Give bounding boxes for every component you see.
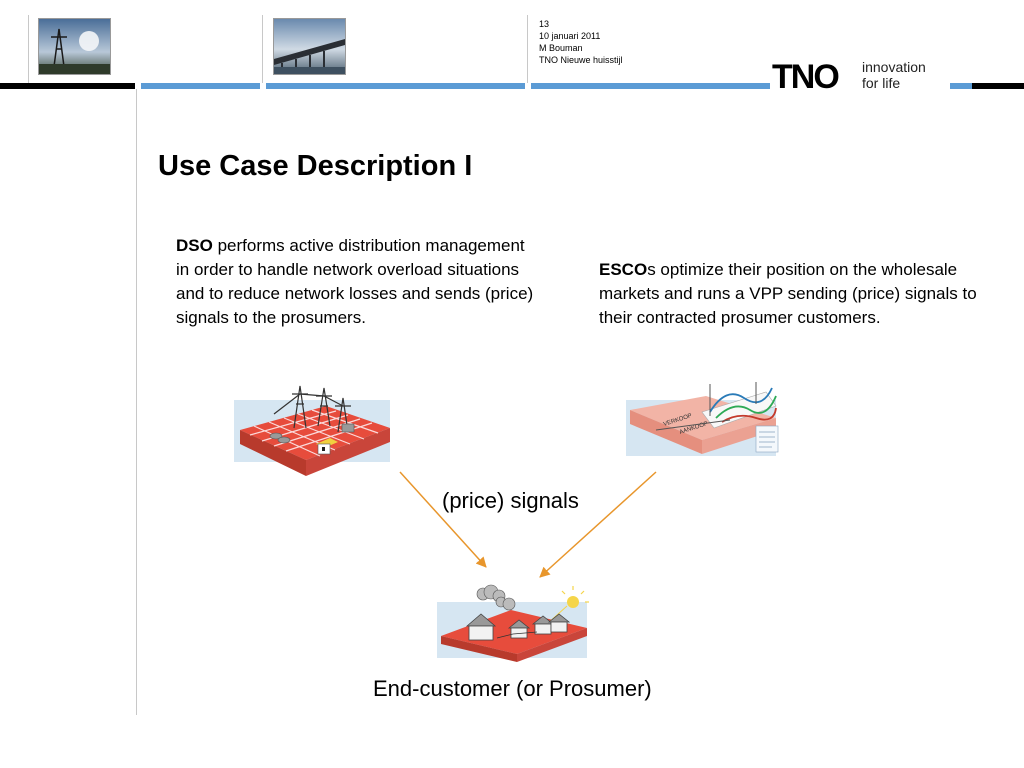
bridge-photo (273, 18, 346, 75)
esco-text: s optimize their position on the wholesa… (599, 260, 977, 327)
slide-number: 13 (539, 19, 550, 29)
signal-arrows (399, 471, 657, 578)
left-margin-line (136, 89, 137, 715)
dso-description: DSO performs active distribution managem… (176, 234, 536, 330)
header-bar-right (972, 83, 1024, 89)
esco-signal-arrow (539, 471, 657, 578)
header-bar-left (0, 83, 137, 89)
power-pylon-photo (38, 18, 111, 75)
header-bar-blue (137, 83, 972, 89)
dso-signal-arrow (399, 471, 487, 568)
header-divider-1 (28, 15, 29, 85)
power-grid-illustration (234, 385, 390, 476)
tno-logo: TNO innovation for life (772, 58, 948, 96)
esco-description: ESCOs optimize their position on the who… (599, 258, 994, 330)
market-trading-illustration: VERKOOP AANKOOP (626, 382, 779, 456)
esco-term: ESCO (599, 260, 648, 279)
header-divider-3 (527, 15, 528, 85)
slide-meta: 13 10 januari 2011 M Bouman TNO Nieuwe h… (539, 18, 623, 66)
dso-term: DSO (176, 236, 213, 255)
prosumer-houses-illustration (437, 584, 589, 662)
slide-author: M Bouman (539, 43, 583, 53)
header-divider-2 (262, 15, 263, 85)
logo-brand: TNO (772, 58, 840, 96)
slide-title: Use Case Description I (158, 150, 473, 182)
price-signals-label: (price) signals (442, 488, 579, 513)
dso-text: performs active distribution management … (176, 236, 534, 327)
logo-tagline: innovation for life (862, 59, 926, 91)
end-customer-label: End-customer (or Prosumer) (373, 676, 652, 701)
slide-template: TNO Nieuwe huisstijl (539, 55, 623, 65)
slide-date: 10 januari 2011 (539, 31, 601, 41)
